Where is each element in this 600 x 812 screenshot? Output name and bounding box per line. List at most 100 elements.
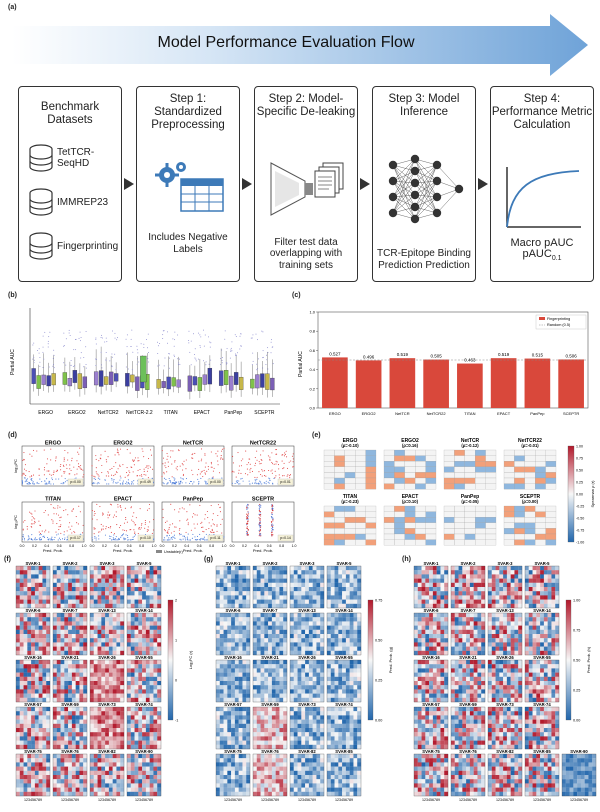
heatmap-cell <box>256 715 261 720</box>
scatter-point <box>105 475 107 477</box>
heatmap-cell <box>120 638 125 643</box>
table-cell <box>415 455 426 462</box>
scatter-point <box>60 482 62 484</box>
heatmap-cell <box>38 775 43 780</box>
heatmap-cell <box>342 629 346 635</box>
heatmap-cell <box>16 715 20 720</box>
heatmap-cell <box>116 744 121 750</box>
scatter-title: EPACT <box>114 497 133 503</box>
heatmap-cell <box>330 642 335 647</box>
scatter-point <box>283 462 285 464</box>
heatmap-cell <box>246 582 251 588</box>
heatmap-cell <box>338 685 343 690</box>
table-cell <box>415 466 426 473</box>
heatmap-cell <box>27 582 32 588</box>
scatter-point <box>169 480 171 482</box>
scatter-point <box>137 460 139 462</box>
heatmap-cell <box>308 693 313 698</box>
heatmap-cell <box>234 697 239 703</box>
table-cell <box>485 533 497 540</box>
scatter-point <box>271 508 273 510</box>
heatmap-cell <box>153 723 158 729</box>
scatter-point <box>271 512 273 514</box>
heatmap-cell <box>227 595 232 600</box>
heatmap-cell <box>271 621 276 626</box>
nn-node <box>410 154 420 164</box>
scatter-point <box>179 520 181 522</box>
heatmap-cell <box>68 693 72 698</box>
table-title: ERGO <box>343 438 358 444</box>
heatmap-cell <box>246 650 251 656</box>
heatmap-cell <box>242 740 247 745</box>
database-icons <box>29 144 53 260</box>
heatmap-cell <box>23 613 28 618</box>
heatmap-cell <box>264 668 269 673</box>
scatter-point <box>27 535 29 537</box>
scatter-point <box>181 478 183 480</box>
heatmap-cell <box>56 723 61 729</box>
heatmap-cell <box>283 697 288 703</box>
heatmap-cell <box>271 587 276 592</box>
heatmap-cell <box>79 599 84 604</box>
heatmap-cell <box>238 681 243 686</box>
heatmap-cell <box>227 621 232 626</box>
heatmap-cell <box>42 766 47 771</box>
heatmap-cell <box>290 672 294 677</box>
heatmap-cell <box>264 570 269 575</box>
heatmap-cell <box>64 697 69 703</box>
heatmap-cell <box>56 736 61 741</box>
table-cell <box>404 472 416 479</box>
heatmap-cell <box>93 587 98 592</box>
heatmap-cell <box>345 697 350 703</box>
heatmap-cell <box>357 638 362 643</box>
heatmap-title: SVAR-57 <box>224 702 242 707</box>
heatmap-cell <box>97 758 102 763</box>
heatmap-cell <box>60 642 65 647</box>
scatter-point <box>275 463 277 465</box>
flow-arrow-icon <box>360 178 370 190</box>
heatmap-cell <box>305 711 309 716</box>
heatmap-cell <box>312 574 317 579</box>
heatmap-cell <box>268 664 272 669</box>
heatmap-cell <box>219 664 224 669</box>
heatmap-cell <box>130 672 135 677</box>
bar <box>322 357 348 408</box>
heatmap-cell <box>297 599 302 604</box>
scatter-point <box>23 477 25 479</box>
scatter-point <box>43 536 46 538</box>
heatmap-cell <box>34 587 39 592</box>
heatmap-cell <box>93 629 98 635</box>
heatmap-cell <box>138 672 143 677</box>
heatmap-cell <box>353 693 358 698</box>
scatter-point <box>148 504 151 506</box>
heatmap-cell <box>134 578 139 583</box>
heatmap-cell <box>34 693 39 698</box>
heatmap-cell <box>75 711 80 716</box>
heatmap-cell <box>34 613 39 618</box>
table-cell <box>425 466 437 473</box>
heatmap-cell <box>56 754 61 759</box>
scatter-point <box>183 535 185 537</box>
heatmap-cell <box>219 672 224 677</box>
scatter-point <box>260 535 262 537</box>
heatmap-cell <box>345 578 350 583</box>
heatmap-cell <box>290 570 294 575</box>
scatter-point <box>105 526 107 528</box>
table-cell <box>365 477 377 484</box>
heatmap-cell <box>16 629 20 635</box>
heatmap-cell <box>108 638 113 643</box>
step2-title: Step 2: Model-Specific De-leaking <box>256 93 356 118</box>
heatmap-cell <box>334 668 339 673</box>
scatter-point <box>75 516 77 518</box>
heatmap-cell <box>31 638 35 643</box>
heatmap-cell <box>223 707 228 712</box>
heatmap-title: SVAR-13 <box>298 608 316 613</box>
heatmap-cell <box>56 591 61 596</box>
heatmap-cell <box>349 668 354 673</box>
heatmap-cell <box>271 728 276 733</box>
heatmap-cell <box>127 736 131 741</box>
table-subtitle: (ρ=-0.12) <box>461 443 479 448</box>
scatter-point <box>260 459 262 461</box>
heatmap-cell <box>23 625 28 630</box>
